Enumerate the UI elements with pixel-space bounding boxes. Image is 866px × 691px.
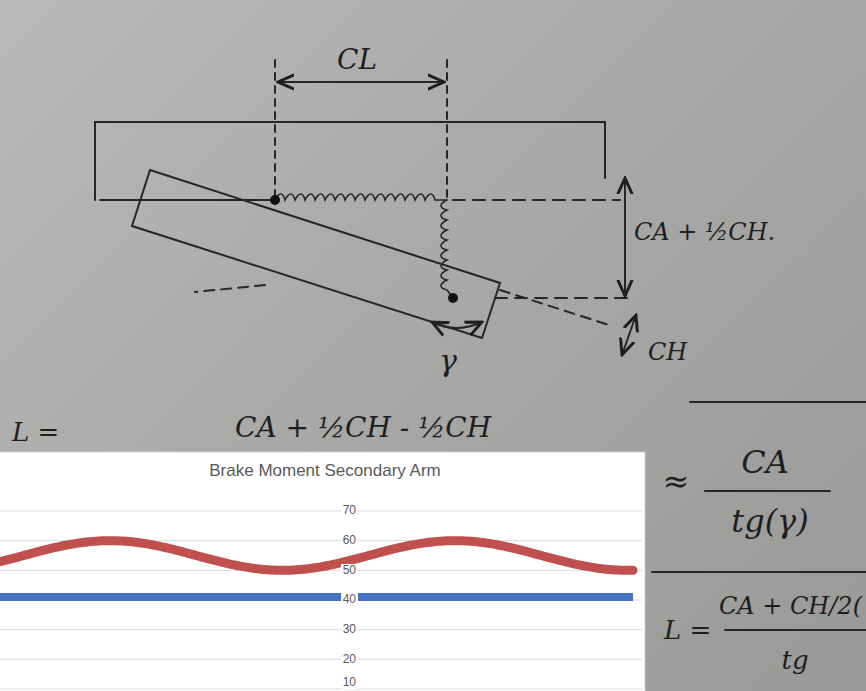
ref-line [500, 290, 612, 326]
ref-line [495, 297, 632, 299]
box-line [652, 571, 866, 573]
axis-tick: 30 [341, 623, 358, 636]
dim-line [274, 60, 276, 198]
formula: L = [664, 616, 711, 645]
formula: tg(γ) [731, 504, 808, 539]
angle-label: γ [439, 344, 457, 377]
axis-tick: 10 [341, 676, 358, 689]
chart-panel [0, 452, 645, 691]
axis-tick: 70 [341, 504, 358, 517]
fraction-bar [705, 490, 830, 492]
gridline [0, 511, 642, 512]
fraction-bar [725, 629, 866, 631]
pivot-dot [270, 195, 280, 205]
formula: CA + ½CH - ½CH [235, 413, 491, 444]
ref-line [195, 285, 265, 292]
formula: CA [741, 445, 789, 480]
axis-tick: 20 [341, 653, 358, 666]
box-line [690, 401, 866, 403]
ref-line [453, 199, 620, 201]
dim-line [446, 60, 448, 200]
ref-line [100, 199, 275, 201]
pivot-dot [448, 293, 458, 303]
series-line [0, 593, 633, 601]
formula: CA + CH/2( [719, 593, 862, 619]
spring [441, 200, 453, 298]
axis-tick: 40 [341, 593, 358, 606]
dimension-label: CA + ½CH. [634, 219, 775, 245]
series-line [0, 541, 633, 571]
gridline [0, 629, 642, 630]
axis-tick: 50 [341, 564, 358, 577]
arm [132, 170, 500, 338]
formula: L = [12, 418, 59, 447]
angle-arrow [432, 322, 482, 328]
axis-tick: 60 [341, 534, 358, 547]
frame [95, 122, 605, 200]
dimension-label: CL [337, 45, 377, 76]
dim-arrow [278, 81, 444, 83]
dim-arrow [622, 315, 636, 355]
formula: ≈ [663, 464, 690, 499]
chart-title: Brake Moment Secondary Arm [209, 462, 440, 481]
formula: tg [781, 646, 808, 675]
dimension-label: CH [648, 339, 687, 365]
gridline [0, 689, 642, 690]
spring [275, 194, 447, 200]
gridline [0, 659, 642, 660]
dim-arrow [624, 178, 626, 296]
